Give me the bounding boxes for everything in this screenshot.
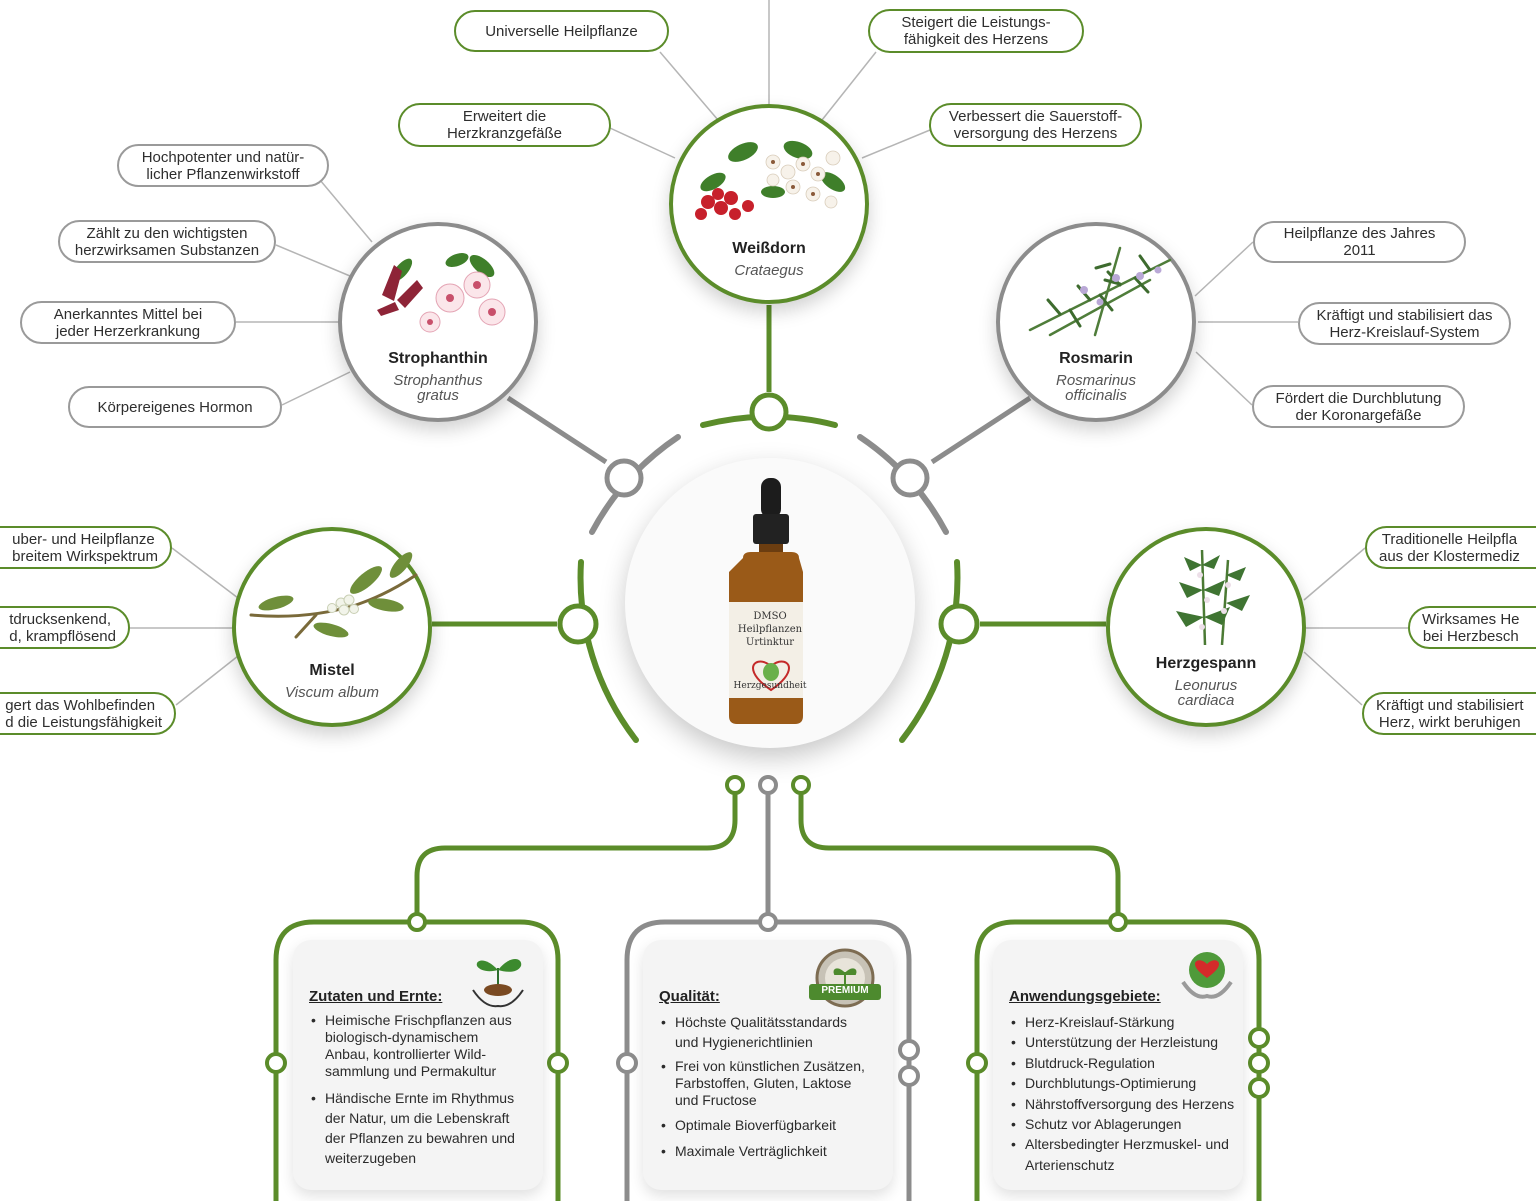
tag-mistel-3: gert das Wohlbefinden d die Leistungsfäh… <box>0 692 176 735</box>
tag-herzgespann-1: Traditionelle Heilpfla aus der Klosterme… <box>1365 526 1536 569</box>
tag-weissdorn-2: Steigert die Leistungs- fähigkeit des He… <box>868 9 1084 53</box>
list-item: Heimische Frischpflanzen aus biologisch-… <box>311 1012 545 1080</box>
plant-mistel: Mistel Viscum album <box>232 527 432 727</box>
tag-weissdorn-4: Verbessert die Sauerstoff- versorgung de… <box>929 103 1142 147</box>
strophanthus-illustration <box>377 253 506 333</box>
plant-herzgespann: Herzgespann Leonurus cardiaca <box>1106 527 1306 727</box>
hands-sprout-icon <box>472 959 524 1008</box>
heart-tree-hands-icon <box>1181 952 1233 999</box>
bottle-label-line: Heilpflanzen <box>737 624 803 635</box>
panel-quality: PREMIUM Qualität: Höchste Qualitätsstand… <box>643 940 893 1190</box>
list-item: Altersbedingter Herzmuskel- und Arterien… <box>1011 1134 1261 1175</box>
bottle-label: DMSO Heilpflanzen Urtinktur <box>729 610 811 649</box>
rosemary-illustration <box>1028 246 1172 337</box>
panel-title: Zutaten und Ernte: <box>309 988 443 1005</box>
list-item: Schutz vor Ablagerungen <box>1011 1114 1261 1135</box>
mistletoe-illustration <box>249 552 418 639</box>
tag-herzgespann-3: Kräftigt und stabilisiert Herz, wirkt be… <box>1362 692 1536 735</box>
list-item: Unterstützung der Herzleistung <box>1011 1032 1261 1053</box>
list-item: Frei von künstlichen Zusätzen, Farbstoff… <box>661 1058 905 1109</box>
tag-strophanthin-4: Körpereigenes Hormon <box>68 386 282 428</box>
bottle-label-line: Urtinktur <box>745 637 795 648</box>
tag-strophanthin-1: Hochpotenter und natür- licher Pflanzenw… <box>117 144 329 187</box>
plant-name: Herzgespann <box>1155 655 1257 672</box>
tag-weissdorn-3: Erweitert die Herzkranzgefäße <box>398 103 611 147</box>
list-item: Händische Ernte im Rhythmus der Natur, u… <box>311 1088 545 1168</box>
plant-latin-name: Viscum album <box>285 684 379 701</box>
tag-rosmarin-3: Fördert die Durchblutung der Koronargefä… <box>1252 385 1465 428</box>
plant-latin-name: Crataegus <box>734 262 804 279</box>
plant-rosmarin: Rosmarin Rosmarinus officinalis <box>996 222 1196 422</box>
tag-mistel-2: tdrucksenkend, d, krampflösend <box>0 606 130 649</box>
hawthorn-illustration <box>695 140 846 220</box>
plant-latin-name: Strophanthus gratus <box>393 372 483 404</box>
dropper-bottle-icon <box>729 478 803 724</box>
plant-latin-name: Rosmarinus officinalis <box>1055 372 1137 404</box>
list-item: Höchste Qualitätsstandards und Hygieneri… <box>661 1012 905 1052</box>
panel-ingredients: Zutaten und Ernte: Heimische Frischpflan… <box>293 940 543 1190</box>
premium-badge-text: PREMIUM <box>821 985 869 996</box>
plant-strophanthin: Strophanthin Strophanthus gratus <box>338 222 538 422</box>
tag-weissdorn-1: Universelle Heilpflanze <box>454 10 669 52</box>
plant-name: Weißdorn <box>732 240 806 257</box>
plant-name: Rosmarin <box>1059 350 1133 367</box>
tag-mistel-1: uber- und Heilpflanze breitem Wirkspektr… <box>0 526 172 569</box>
tag-rosmarin-2: Kräftigt und stabilisiert das Herz-Kreis… <box>1298 302 1511 345</box>
motherwort-illustration <box>1176 549 1250 645</box>
panel-applications: Anwendungsgebiete: Herz-Kreislauf-Stärku… <box>993 940 1243 1190</box>
plant-latin-name: Leonurus cardiaca <box>1174 677 1238 709</box>
panel-title: Anwendungsgebiete: <box>1009 988 1161 1005</box>
tag-strophanthin-3: Anerkanntes Mittel bei jeder Herzerkrank… <box>20 301 236 344</box>
panel-title: Qualität: <box>659 988 720 1005</box>
premium-seal-icon <box>809 948 881 1008</box>
list-item: Nährstoffversorgung des Herzens <box>1011 1094 1261 1115</box>
bottle-label-line: DMSO <box>753 611 787 622</box>
tag-strophanthin-2: Zählt zu den wichtigsten herzwirksamen S… <box>58 220 276 263</box>
bottle-sub-label: Herzgesundheit <box>733 681 807 691</box>
plant-weissdorn: Weißdorn Crataegus <box>669 104 869 304</box>
list-item: Optimale Bioverfügbarkeit <box>661 1117 905 1134</box>
center-product: DMSO Heilpflanzen Urtinktur Herzgesundhe… <box>625 458 915 748</box>
panel-list: Heimische Frischpflanzen aus biologisch-… <box>309 1012 545 1168</box>
list-item: Maximale Verträglichkeit <box>661 1143 905 1160</box>
tag-herzgespann-2: Wirksames He bei Herzbesch <box>1408 606 1536 649</box>
list-item: Herz-Kreislauf-Stärkung <box>1011 1012 1261 1033</box>
plant-name: Strophanthin <box>388 350 488 367</box>
list-item: Blutdruck-Regulation <box>1011 1053 1261 1074</box>
list-item: Durchblutungs-Optimierung <box>1011 1073 1261 1094</box>
panel-list: Herz-Kreislauf-Stärkung Unterstützung de… <box>1009 1012 1261 1175</box>
tag-rosmarin-1: Heilpflanze des Jahres 2011 <box>1253 221 1466 263</box>
plant-name: Mistel <box>309 662 355 679</box>
panel-list: Höchste Qualitätsstandards und Hygieneri… <box>659 1012 905 1160</box>
